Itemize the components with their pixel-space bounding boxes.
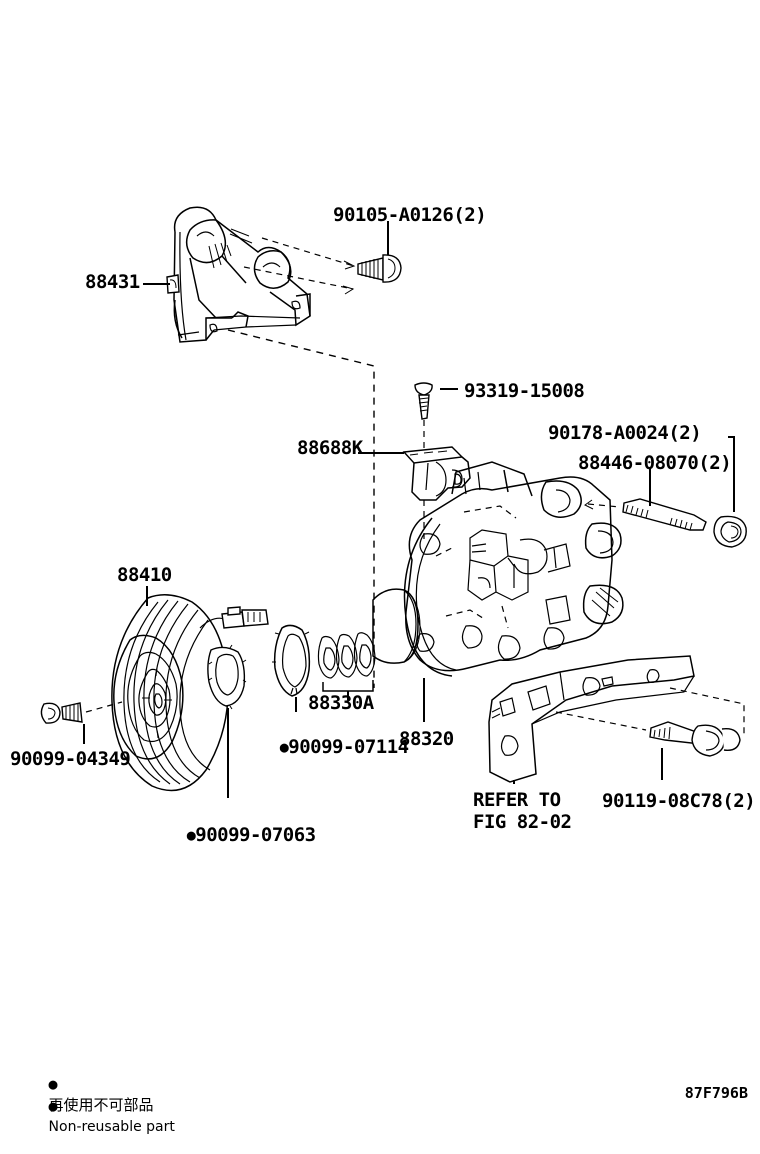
- part-90178-nut: [713, 515, 747, 548]
- assembly-line-bolt-upper: [261, 237, 355, 267]
- assembly-line-90119-b: [669, 687, 745, 738]
- label-88688k: 88688K: [297, 437, 363, 459]
- legend-english-text: Non-reusable part: [48, 1119, 175, 1135]
- label-90105-a0126: 90105-A0126(2): [333, 204, 487, 226]
- assembly-line-90119-a: [555, 711, 647, 731]
- label-90099-07063: ●90099-07063: [186, 824, 316, 846]
- part-90119-bolt: [649, 721, 741, 757]
- label-90099-07114: ●90099-07114: [279, 736, 409, 758]
- diagram-artwork: [40, 206, 747, 798]
- clutch-lead-connector: [199, 606, 269, 629]
- part-90099-04349-bolt: [40, 702, 83, 724]
- part-90099-07114-snap-ring: [272, 624, 311, 697]
- part-88431-bracket: [166, 206, 311, 343]
- part-90105-bolt: [357, 254, 402, 283]
- nonreusable-bullet-icon: ●: [279, 738, 289, 756]
- nonreusable-bullet-icon: ●: [48, 1097, 58, 1115]
- legend-english: ● Non-reusable part: [10, 1078, 175, 1154]
- assembly-line-shaft-bolt: [85, 701, 123, 713]
- part-90099-07063-washer: [207, 644, 247, 710]
- part-lower-bracket: [488, 655, 695, 783]
- assembly-line-bracket-to-compressor: [227, 329, 375, 688]
- label-88330a: 88330A: [308, 692, 374, 714]
- label-88446-08070: 88446-08070(2): [578, 452, 732, 474]
- assembly-line-bolt-lower: [243, 266, 354, 290]
- label-88410: 88410: [117, 564, 172, 586]
- nonreusable-bullet-icon: ●: [48, 1075, 58, 1093]
- label-refer-to-line1: REFER TO: [473, 789, 561, 811]
- part-88688k-sensor: [402, 446, 471, 501]
- label-93319-15008: 93319-15008: [464, 380, 585, 402]
- leader-90178: [728, 436, 735, 512]
- label-88431: 88431: [85, 271, 140, 293]
- label-90178-a0024: 90178-A0024(2): [548, 422, 702, 444]
- legend-japanese-text: 再使用不可部品: [48, 1096, 154, 1114]
- part-88446-stud: [622, 498, 707, 531]
- legend-japanese: ● 再使用不可部品: [10, 1056, 154, 1134]
- figure-code: 87F796B: [684, 1084, 748, 1102]
- parts-diagram-sheet: 90105-A0126(2) 88431 93319-15008 88688K …: [10, 204, 756, 1135]
- nonreusable-bullet-icon: ●: [186, 826, 196, 844]
- label-88320: 88320: [399, 728, 454, 750]
- assembly-line-stud: [587, 503, 621, 508]
- label-90119-08c78: 90119-08C78(2): [602, 790, 756, 812]
- part-88410-clutch-pulley: [111, 594, 229, 792]
- part-88320-compressor: [372, 461, 624, 677]
- part-93319-screw: [414, 382, 433, 420]
- label-refer-to-line2: FIG 82-02: [473, 811, 572, 833]
- label-90099-04349: 90099-04349: [10, 748, 131, 770]
